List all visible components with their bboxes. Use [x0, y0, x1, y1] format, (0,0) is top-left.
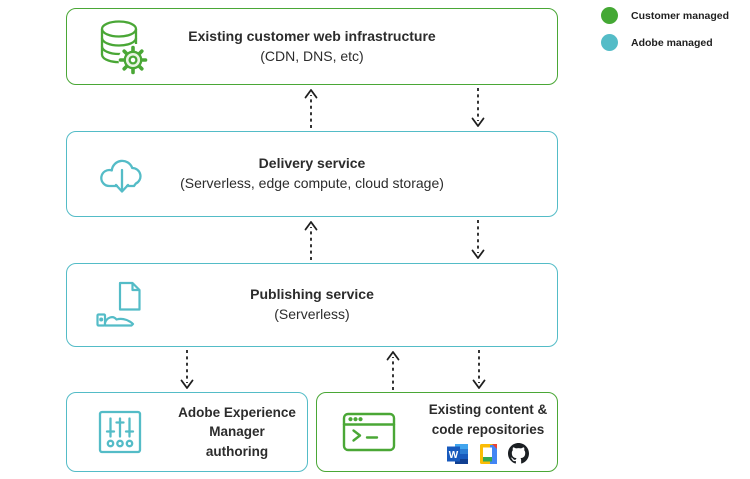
box-subtitle: (CDN, DNS, etc) — [260, 47, 364, 64]
terminal-icon — [341, 409, 397, 455]
database-gear-icon — [93, 16, 151, 78]
cloud-download-icon — [93, 145, 151, 203]
box-delivery-service: Delivery service (Serverless, edge compu… — [66, 131, 558, 217]
github-icon — [508, 443, 529, 464]
sliders-icon — [97, 409, 143, 455]
arrow-down-delivery-to-publishing — [471, 220, 485, 259]
app-icons-row: W — [447, 443, 529, 464]
box-title: Delivery service — [258, 155, 366, 172]
box-content-repositories: Existing content & code repositories W — [316, 392, 558, 472]
box-title: Publishing service — [250, 286, 374, 303]
google-docs-icon — [480, 443, 497, 464]
adobe-managed-dot-icon — [601, 34, 618, 51]
box-publishing-service: Publishing service (Serverless) — [66, 263, 558, 347]
box-aem-authoring: Adobe Experience Manager authoring — [66, 392, 308, 472]
box-subtitle: (Serverless) — [274, 306, 350, 322]
legend: Customer managed Adobe managed — [601, 7, 729, 51]
word-icon: W — [447, 443, 468, 464]
box-web-infrastructure: Existing customer web infrastructure (CD… — [66, 8, 558, 85]
box-title: Existing content & code repositories — [428, 401, 548, 437]
customer-managed-dot-icon — [601, 7, 618, 24]
legend-item-customer-managed: Customer managed — [601, 7, 729, 24]
svg-text:W: W — [449, 449, 459, 460]
document-hand-icon — [93, 276, 153, 334]
arrow-down-publishing-to-aem — [180, 350, 194, 389]
arrow-down-webinfra-to-delivery — [471, 88, 485, 127]
arrow-up-repos-to-publishing — [386, 351, 400, 390]
legend-item-adobe-managed: Adobe managed — [601, 34, 729, 51]
legend-label: Customer managed — [631, 9, 730, 22]
legend-label: Adobe managed — [631, 36, 713, 49]
arrow-down-publishing-to-repos — [472, 350, 486, 389]
arrow-up-delivery-to-webinfra — [304, 89, 318, 128]
box-title: Adobe Experience Manager authoring — [178, 404, 296, 459]
box-subtitle: (Serverless, edge compute, cloud storage… — [180, 175, 444, 191]
box-title: Existing customer web infrastructure — [188, 27, 436, 44]
arrow-up-publishing-to-delivery — [304, 221, 318, 260]
